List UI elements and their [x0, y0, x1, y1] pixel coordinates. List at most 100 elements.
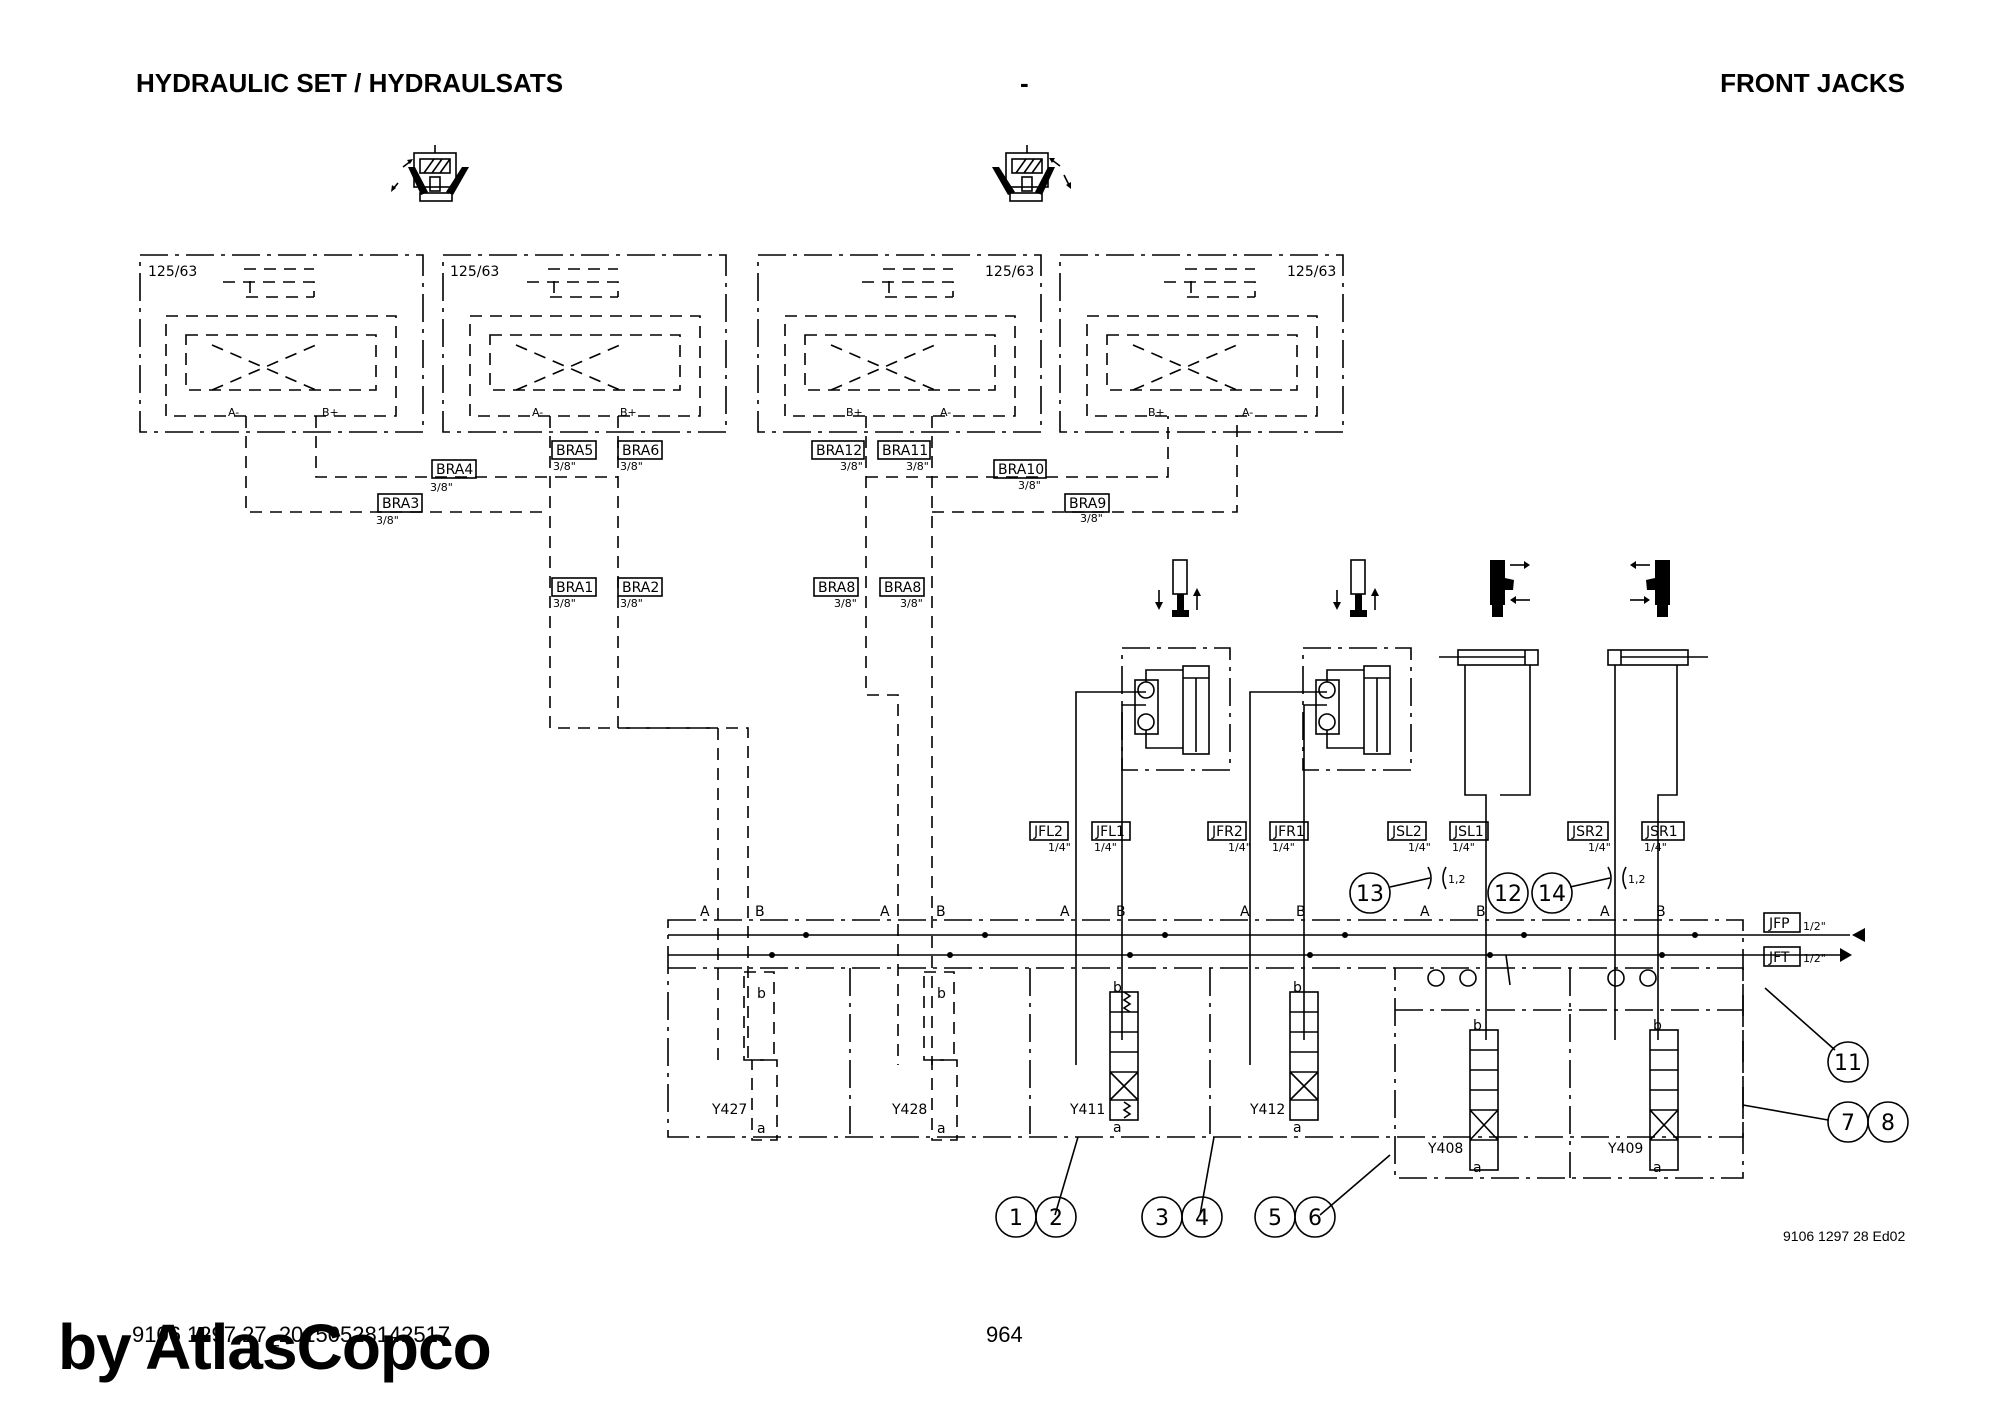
valve-block-4: 125/63 B+ A-	[1059, 254, 1344, 433]
callout-4: 4	[1181, 1196, 1223, 1238]
callout-6: 6	[1294, 1196, 1336, 1238]
side-jack-right-cylinder	[1607, 649, 1708, 1040]
valve-y408: b a Y408	[1427, 969, 1499, 1176]
hose-label-jfl2: JFL2	[1033, 824, 1063, 840]
port-label: A-	[1242, 406, 1253, 419]
hose-label-jfl1: JFL1	[1095, 824, 1125, 840]
hose-label-bra2: BRA2 3/8"	[617, 577, 663, 610]
svg-text:A: A	[1240, 904, 1250, 920]
hose-label-bra10: BRA10 3/8"	[993, 459, 1047, 492]
svg-text:B: B	[1296, 904, 1306, 920]
front-jack-right-icon	[1333, 559, 1379, 617]
svg-text:1/4": 1/4"	[1588, 841, 1611, 854]
svg-text:3: 3	[1155, 1206, 1169, 1231]
svg-text:BRA11: BRA11	[882, 443, 928, 459]
valve-block-rating: 125/63	[985, 264, 1034, 280]
port-letters: A B A B A B A B A B A B	[700, 904, 1666, 920]
svg-text:B: B	[1476, 904, 1486, 920]
svg-text:3/8": 3/8"	[620, 597, 643, 610]
hose-label-jfr2: JFR2	[1211, 824, 1243, 840]
callout-13: 13	[1349, 872, 1391, 914]
jack-hose-labels: JFL2 1/4" JFL1 1/4" JFR2 1/4" JFR1 1/4" …	[1029, 821, 1685, 854]
svg-text:3/8": 3/8"	[376, 514, 399, 527]
port-label: A-	[940, 406, 951, 419]
svg-text:11: 11	[1834, 1051, 1862, 1076]
svg-text:a: a	[1293, 1120, 1302, 1136]
svg-text:JFP: JFP	[1768, 916, 1790, 932]
svg-text:3/8": 3/8"	[900, 597, 923, 610]
solenoid-label: Y408	[1427, 1141, 1463, 1157]
hose-label-jsl1: JSL1	[1453, 824, 1484, 840]
svg-text:6: 6	[1308, 1206, 1322, 1231]
svg-text:3/8": 3/8"	[906, 460, 929, 473]
callout-7: 7	[1827, 1101, 1869, 1143]
svg-text:B: B	[755, 904, 765, 920]
solenoid-label: Y412	[1249, 1102, 1285, 1118]
valve-block-1: 125/63 A- B+	[139, 254, 424, 433]
svg-text:BRA8: BRA8	[884, 580, 921, 596]
callout-1: 1	[995, 1196, 1037, 1238]
hose-label-jsl2: JSL2	[1391, 824, 1422, 840]
svg-text:8: 8	[1881, 1111, 1895, 1136]
hose-label-bra5: BRA5 3/8"	[551, 440, 597, 473]
svg-text:BRA12: BRA12	[816, 443, 862, 459]
watermark: by AtlasCopco	[58, 1311, 492, 1383]
svg-text:1/4": 1/4"	[1228, 841, 1251, 854]
port-label: B+	[846, 406, 863, 419]
hose-label-jfr1: JFR1	[1273, 824, 1305, 840]
callout-3: 3	[1141, 1196, 1183, 1238]
footer-code: 9106 1297 27_20150528142517	[132, 1322, 451, 1347]
svg-text:BRA1: BRA1	[556, 580, 593, 596]
callout-2: 2	[1035, 1196, 1077, 1238]
boom-tilt-right-icon	[992, 145, 1071, 202]
svg-text:3/8": 3/8"	[1018, 479, 1041, 492]
boom-tilt-left-icon	[391, 145, 469, 202]
solenoid-label: Y409	[1607, 1141, 1643, 1157]
port-label: B+	[620, 406, 637, 419]
svg-text:b: b	[757, 986, 766, 1002]
front-jack-left-icon	[1155, 559, 1201, 617]
document-id: 9106 1297 28 Ed02	[1783, 1228, 1906, 1244]
callout-12: 12	[1487, 872, 1529, 914]
svg-text:3/8": 3/8"	[553, 460, 576, 473]
supply-label-jft: JFT 1/2"	[1763, 946, 1826, 967]
valve-block-rating: 125/63	[148, 264, 197, 280]
solenoid-label: Y427	[711, 1102, 747, 1118]
svg-text:a: a	[757, 1121, 766, 1137]
callout-5: 5	[1254, 1196, 1296, 1238]
port-label: A-	[532, 406, 543, 419]
svg-text:BRA3: BRA3	[382, 496, 419, 512]
svg-text:a: a	[1653, 1160, 1662, 1176]
hose-label-jsr1: JSR1	[1645, 824, 1678, 840]
svg-text:3/8": 3/8"	[620, 460, 643, 473]
hose-label-bra8-b: BRA8 3/8"	[879, 577, 925, 610]
hose-label-jsr2: JSR2	[1571, 824, 1604, 840]
svg-text:BRA6: BRA6	[622, 443, 659, 459]
solenoid-label: Y428	[891, 1102, 927, 1118]
port-label: A-	[228, 406, 239, 419]
svg-text:B: B	[1656, 904, 1666, 920]
valve-y427: b a Y427	[711, 971, 778, 1141]
manifold	[667, 919, 1865, 1179]
title-left: HYDRAULIC SET / HYDRAULSATS	[136, 68, 564, 98]
svg-text:BRA5: BRA5	[556, 443, 593, 459]
svg-text:14: 14	[1538, 882, 1566, 907]
svg-text:3/8": 3/8"	[553, 597, 576, 610]
svg-text:a: a	[1113, 1120, 1122, 1136]
front-jack-right-cylinder	[1249, 647, 1412, 1065]
side-jack-right-icon	[1630, 560, 1670, 617]
callout-11: 11	[1827, 1041, 1869, 1083]
hose-label-bra6: BRA6 3/8"	[617, 440, 663, 473]
svg-text:1/4": 1/4"	[1644, 841, 1667, 854]
valve-block-rating: 125/63	[1287, 264, 1336, 280]
title-right: FRONT JACKS	[1720, 68, 1905, 98]
svg-text:3/8": 3/8"	[430, 481, 453, 494]
port-label: B+	[322, 406, 339, 419]
valve-block-2: 125/63 A- B+	[442, 254, 727, 433]
svg-text:A: A	[1420, 904, 1430, 920]
callouts: 1 2 3 4 5 6 7 8 11 12 13 14	[995, 872, 1909, 1238]
pilot-lines	[245, 416, 1238, 1065]
svg-text:12: 12	[1494, 882, 1522, 907]
svg-text:BRA8: BRA8	[818, 580, 855, 596]
